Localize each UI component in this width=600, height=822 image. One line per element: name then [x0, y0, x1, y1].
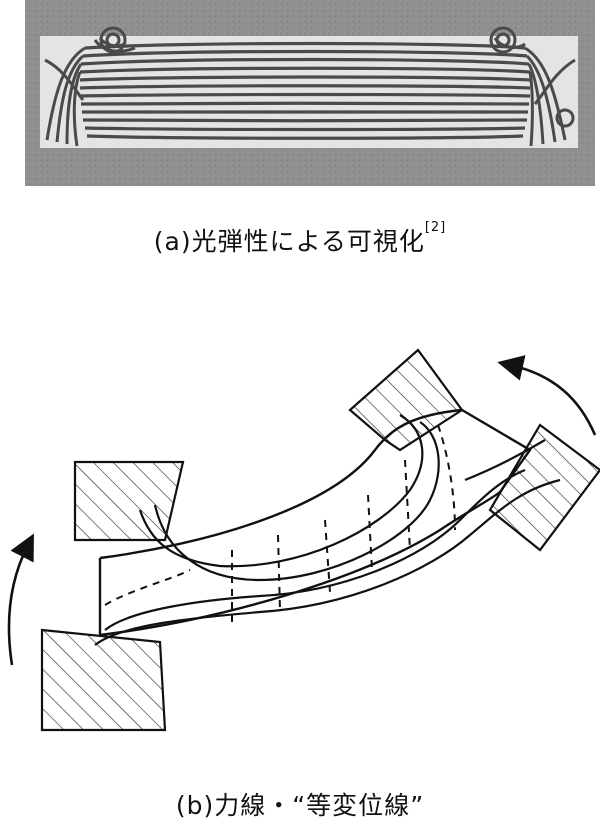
- caption-a: (a)光弾性による可視化[2]: [0, 220, 600, 258]
- equal-displacement-lines: [104, 424, 456, 622]
- caption-a-text: (a)光弾性による可視化: [153, 227, 425, 256]
- upper-right-clamp: [348, 348, 464, 452]
- upper-left-clamp: [73, 460, 185, 542]
- rotation-arrows: [7, 355, 597, 666]
- fringe-lines: [79, 41, 531, 140]
- beam-outline: [98, 408, 532, 637]
- force-line-diagram: [7, 348, 600, 732]
- lower-left-clamp: [40, 628, 167, 732]
- left-end-fringes: [44, 26, 136, 147]
- right-clamp: [488, 423, 600, 552]
- right-end-fringes: [489, 26, 576, 147]
- force-lines: [94, 414, 561, 646]
- caption-a-citation: [2]: [424, 220, 447, 235]
- caption-b-text: (b)力線・“等変位線”: [175, 791, 425, 820]
- right-rotation-arrow: [497, 355, 597, 436]
- left-rotation-arrow: [7, 533, 34, 666]
- photoelastic-fringe-photo: [25, 0, 595, 186]
- caption-b: (b)力線・“等変位線”: [0, 786, 600, 822]
- hatched-clamps: [40, 348, 600, 732]
